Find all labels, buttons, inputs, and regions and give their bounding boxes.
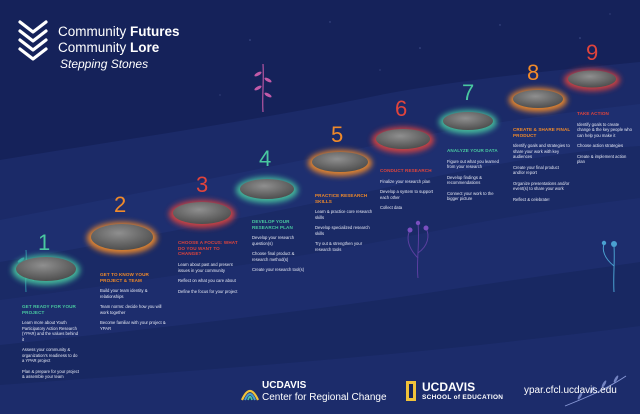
leaf-logo-icon — [18, 20, 48, 61]
subtitle: Stepping Stones — [60, 57, 149, 71]
stone-1 — [12, 255, 80, 285]
step-1-number: 1 — [38, 230, 51, 255]
step-3-text: CHOOSE A FOCUS: WHAT DO YOU WANT TO CHAN… — [178, 240, 240, 294]
step-6-text: CONDUCT RESEARCH Finalize your research … — [380, 168, 436, 211]
step-1-heading: GET READY FOR YOUR PROJECT — [22, 304, 76, 315]
stone-9 — [564, 69, 620, 91]
soe-name: SCHOOL of EDUCATION — [422, 394, 504, 401]
step-1-item: Learn more about Youth Participatory Act… — [22, 320, 79, 342]
crc-davis: DAVIS — [276, 380, 307, 391]
website-url[interactable]: ypar.cfcl.ucdavis.edu — [524, 385, 617, 396]
crc-wordmark: UCDAVIS — [262, 380, 307, 392]
step-5-text: PRACTICE RESEARCH SKILLS Learn & practic… — [315, 193, 373, 252]
soe-wordmark: UCDAVIS — [422, 381, 475, 394]
step-7-heading: ANALYZE YOUR DATA — [447, 148, 498, 153]
stone-4 — [236, 177, 298, 203]
step-4-heading: DEVELOP YOUR RESEARCH PLAN — [252, 219, 293, 230]
step-3-heading: CHOOSE A FOCUS: WHAT DO YOU WANT TO CHAN… — [178, 240, 238, 257]
step-1-item: Assess your community & organization's r… — [22, 347, 78, 364]
step-6-item: Develop a system to support each other — [380, 189, 434, 200]
step-3-item: Define the focus for your project — [178, 288, 238, 294]
step-9-text: TAKE ACTION Identify goals to create cha… — [577, 111, 633, 164]
step-2-item: Team norms: decide how you will work tog… — [100, 304, 162, 315]
crc-uc: UC — [262, 380, 277, 391]
step-8-text: CREATE & SHARE FINAL PRODUCT Identify go… — [513, 127, 571, 202]
step-7-item: Develop findings & recommendations — [447, 174, 482, 186]
step-3-number: 3 — [196, 172, 209, 197]
stone-5 — [308, 150, 372, 176]
step-2-item: Build your team identity & relationships — [100, 288, 148, 299]
step-2-heading: GET TO KNOW YOUR PROJECT & TEAM — [100, 272, 149, 283]
flower-icon — [601, 240, 617, 292]
step-6-item: Collect data — [380, 205, 403, 211]
step-4-item: Create your research tool(s) — [252, 267, 305, 273]
soe-uc: UC — [422, 380, 440, 394]
step-4-number: 4 — [259, 146, 272, 171]
step-1-item: Plan & prepare for your project & assemb… — [22, 368, 80, 380]
stone-7 — [439, 110, 497, 134]
step-9-item: Create & implement action plan — [577, 153, 627, 164]
stone-2 — [87, 222, 157, 254]
step-5-heading: PRACTICE RESEARCH SKILLS — [315, 193, 368, 204]
title-line-1-emphasis: Futures — [130, 24, 180, 39]
step-9-number: 9 — [586, 40, 599, 65]
step-7-item: Figure out what you learned from your re… — [447, 158, 499, 170]
step-7-number: 7 — [462, 80, 475, 105]
step-8-item: Create your final product and/or report — [513, 164, 559, 176]
step-6-number: 6 — [395, 96, 408, 121]
step-2-text: GET TO KNOW YOUR PROJECT & TEAM Build yo… — [100, 272, 166, 331]
step-4-item: Develop your research question(s) — [252, 235, 295, 246]
soe-davis: DAVIS — [439, 380, 476, 394]
step-6-item: Finalize your research plan — [380, 178, 431, 184]
step-1-text: GET READY FOR YOUR PROJECT Learn more ab… — [22, 304, 80, 380]
step-2-item: Become familiar with your project & YPAR — [100, 320, 166, 331]
soe-logo-icon — [406, 381, 416, 401]
title-line-2: Community Lore — [58, 41, 159, 55]
title-line-1-prefix: Community — [58, 24, 131, 39]
step-3-item: Learn about past and present issues in y… — [178, 262, 233, 273]
title-line-2-emphasis: Lore — [130, 40, 160, 55]
step-4-item: Choose final product & research method(s… — [252, 251, 295, 262]
plant-icon-2 — [407, 220, 429, 278]
step-8-item: Identify goals and strategies to share y… — [513, 143, 570, 160]
step-5-number: 5 — [331, 122, 344, 147]
title-line-1: Community Futures — [58, 25, 180, 39]
step-7-item: Connect your work to the bigger picture — [447, 190, 494, 201]
step-5-item: Try out & strengthen your research tools — [315, 241, 363, 252]
step-9-heading: TAKE ACTION — [577, 111, 609, 116]
stone-3 — [169, 200, 235, 228]
step-9-item: Choose action strategies — [577, 143, 624, 149]
step-5-item: Develop specialized research skills — [315, 225, 370, 236]
step-6-heading: CONDUCT RESEARCH — [380, 168, 432, 173]
step-3-item: Reflect on what you care about — [178, 278, 236, 284]
step-8-number: 8 — [527, 60, 540, 85]
step-4-text: DEVELOP YOUR RESEARCH PLAN Develop your … — [252, 219, 310, 273]
stone-8 — [509, 88, 567, 112]
step-7-text: ANALYZE YOUR DATA Figure out what you le… — [447, 148, 505, 201]
plant-icon — [254, 63, 272, 112]
crc-logo-icon — [240, 389, 260, 401]
stone-6 — [372, 127, 434, 153]
crc-name: Center for Regional Change — [262, 392, 387, 403]
step-8-item: Organize presentations and/or event(s) t… — [513, 180, 570, 192]
title-line-2-prefix: Community — [58, 40, 131, 55]
step-2-number: 2 — [114, 192, 127, 217]
fern-icon-2 — [564, 375, 627, 407]
step-5-item: Learn & practice core research skills — [315, 209, 373, 220]
step-8-heading: CREATE & SHARE FINAL PRODUCT — [513, 127, 571, 138]
step-9-item: Identify goals to create change & the ke… — [577, 121, 632, 138]
step-8-item: Reflect & celebrate! — [513, 196, 550, 202]
